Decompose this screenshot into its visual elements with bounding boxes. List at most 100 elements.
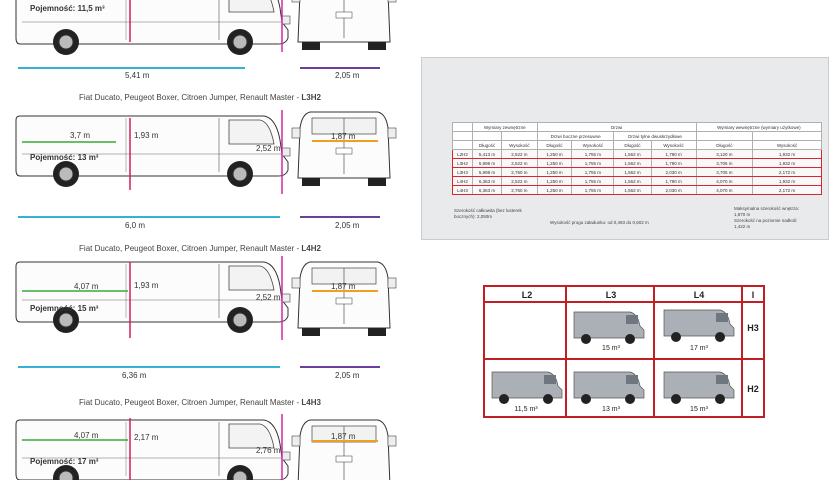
spec-cell: 1,755 m	[571, 167, 615, 177]
van-side-l4h2	[15, 261, 291, 334]
col-height: Wysokość	[571, 140, 615, 150]
spec-cell: 2,030 m	[650, 185, 697, 195]
grid-header-l: l	[751, 290, 755, 300]
spec-cell: 3,120 m	[695, 149, 754, 159]
section-title-l4h2: Fiat Ducato, Peugeot Boxer, Citroen Jump…	[79, 244, 321, 253]
spec-cell: 1,932 m	[752, 158, 822, 168]
rear-width-label: 2,05 m	[335, 221, 360, 230]
cargo-height-label: 1,93 m	[134, 281, 159, 290]
spec-cell: 6,363 m	[471, 176, 503, 186]
spec-cell: 1,250 m	[536, 176, 573, 186]
spec-cell: 1,790 m	[650, 149, 697, 159]
spec-cell: 5,998 m	[471, 158, 503, 168]
spec-cell: 1,562 m	[613, 185, 652, 195]
spec-cell: 1,755 m	[571, 158, 615, 168]
spec-cell: 1,250 m	[536, 167, 573, 177]
spec-cell: 1,755 m	[571, 149, 615, 159]
grid-header-l3: L3	[605, 290, 617, 300]
grid-volume-l3h2: 13 m³	[602, 406, 620, 413]
grid-lines	[484, 286, 764, 417]
spec-cell: 1,562 m	[613, 167, 652, 177]
grid-volume-l4h3: 17 m³	[690, 345, 708, 352]
group-interior: Wymiary wewnętrzne (wymiary użytkowe)	[695, 122, 823, 132]
spec-cell: 1,790 m	[650, 176, 697, 186]
van-back-l4h2	[291, 261, 397, 337]
spec-table-panel: Wymiary zewnętrzne Drzwi Wymiary wewnętr…	[421, 57, 829, 240]
spec-cell: 4,070 m	[695, 185, 754, 195]
col-length: Długość	[471, 140, 503, 150]
van-side-l4h3	[15, 419, 291, 480]
spec-cell: 1,250 m	[536, 185, 573, 195]
section-title-l4h3: Fiat Ducato, Peugeot Boxer, Citroen Jump…	[79, 398, 321, 407]
cargo-height-label: 1,93 m	[134, 131, 159, 140]
volume-label: Pojemność: 17 m³	[30, 457, 99, 466]
col-height: Wysokość	[501, 140, 538, 150]
col-height: Wysokość	[650, 140, 697, 150]
grid-volume-l3h3: 15 m³	[602, 345, 620, 352]
spec-row-code: L4H3	[452, 185, 473, 195]
col-length: Długość	[613, 140, 652, 150]
volume-label: Pojemność: 11,5 m³	[30, 4, 105, 13]
spec-row-code: L4H2	[452, 176, 473, 186]
spec-cell: 1,250 m	[536, 149, 573, 159]
spec-cell: 1,562 m	[613, 149, 652, 159]
grid-volume-l4h2: 15 m³	[690, 406, 708, 413]
spec-cell: 5,413 m	[471, 149, 503, 159]
total-height-label: 2,52 m	[256, 144, 281, 153]
total-height-label: 2,52 m	[256, 293, 281, 302]
sub-side-door: Drzwi boczne przesuwne	[536, 131, 615, 141]
grid-volume-l2h2: 11,5 m³	[514, 406, 538, 413]
grid-row-h3: H3	[747, 323, 759, 333]
group-exterior: Wymiary zewnętrzne	[471, 122, 538, 132]
spec-cell: 5,998 m	[471, 167, 503, 177]
van-side-l3h2	[15, 115, 291, 188]
spec-cell: 1,932 m	[752, 149, 822, 159]
spec-cell: 1,755 m	[571, 176, 615, 186]
grid-header-l2: L2	[521, 290, 533, 300]
spec-cell: 1,755 m	[571, 185, 615, 195]
grid-row-h2: H2	[747, 384, 759, 394]
spec-cell: 6,363 m	[471, 185, 503, 195]
overall-length-label: 5,41 m	[125, 71, 150, 80]
cargo-height-label: 2,17 m	[134, 433, 159, 442]
rear-width-label: 2,05 m	[335, 71, 360, 80]
spec-cell: 1,562 m	[613, 176, 652, 186]
spec-cell: 2,760 m	[501, 167, 538, 177]
cargo-length-label: 4,07 m	[74, 431, 99, 440]
cargo-length-label: 4,07 m	[74, 282, 99, 291]
spec-cell: 1,790 m	[650, 158, 697, 168]
spec-cell: 2,760 m	[501, 185, 538, 195]
spec-cell: 2,030 m	[650, 167, 697, 177]
spec-cell: 2,522 m	[501, 149, 538, 159]
overall-length-label: 6,36 m	[122, 371, 147, 380]
volume-label: Pojemność: 13 m³	[30, 153, 99, 162]
size-grid	[483, 285, 765, 418]
rear-width-label: 2,05 m	[335, 371, 360, 380]
van-back-l3h2	[291, 111, 397, 187]
section-title-l3h2: Fiat Ducato, Peugeot Boxer, Citroen Jump…	[79, 93, 321, 102]
col-length: Długość	[536, 140, 573, 150]
van-back-l2h2	[291, 0, 397, 51]
note-sill: Wysokość progu załadunku: od 0,493 do 0,…	[550, 220, 649, 225]
spec-cell: 2,172 m	[752, 185, 822, 195]
col-length: Długość	[695, 140, 754, 150]
spec-cell: 4,070 m	[695, 176, 754, 186]
spec-cell: 3,705 m	[695, 158, 754, 168]
total-height-label: 2,76 m	[256, 446, 281, 455]
overall-length-label: 6,0 m	[125, 221, 146, 230]
cargo-width-label: 1,87 m	[331, 132, 356, 141]
spec-cell: 1,250 m	[536, 158, 573, 168]
spec-cell: 1,932 m	[752, 176, 822, 186]
cargo-width-label: 1,87 m	[331, 282, 356, 291]
spec-table: Wymiary zewnętrzne Drzwi Wymiary wewnętr…	[452, 122, 823, 195]
spec-cell: 2,172 m	[752, 167, 822, 177]
volume-label: Pojemność: 15 m³	[30, 304, 99, 313]
van-back-l4h3	[291, 419, 397, 480]
cargo-length-label: 3,7 m	[70, 131, 91, 140]
